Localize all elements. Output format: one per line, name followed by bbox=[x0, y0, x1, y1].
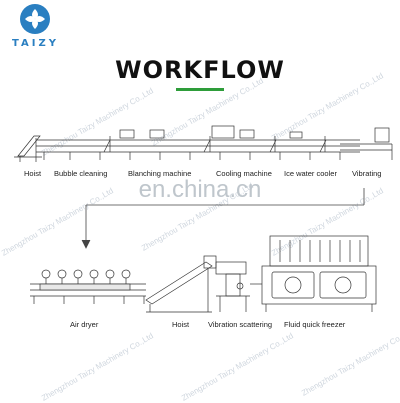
title-underline bbox=[176, 88, 224, 91]
brand-logo: TAIZY bbox=[12, 4, 58, 62]
top-hoist-machine bbox=[14, 135, 42, 162]
bottom-hoist-machine bbox=[145, 255, 217, 313]
step-label-cooling-machine: Cooling machine bbox=[216, 169, 272, 178]
air-dryer-machine bbox=[30, 269, 146, 304]
step-label-vibration-scattering: Vibration scattering bbox=[208, 320, 273, 329]
step-label-hoist-bottom: Hoist bbox=[172, 320, 190, 329]
flow-arrow bbox=[81, 188, 365, 249]
step-label-vibrating: Vibrating bbox=[352, 169, 382, 178]
top-tank-line bbox=[36, 125, 393, 160]
brand-name: TAIZY bbox=[12, 38, 59, 49]
page-title: WORKFLOW bbox=[115, 56, 285, 84]
step-label-hoist: Hoist bbox=[24, 169, 42, 178]
step-label-ice-water-cooler: Ice water cooler bbox=[284, 169, 337, 178]
site-watermark: en.china.cn bbox=[138, 176, 262, 203]
step-label-blanching-machine: Blanching machine bbox=[128, 169, 192, 178]
fluid-quick-freezer-machine bbox=[250, 235, 377, 312]
vibration-scattering-machine bbox=[215, 261, 250, 312]
logo-emblem-icon bbox=[20, 4, 50, 34]
step-label-fluid-quick-freezer: Fluid quick freezer bbox=[284, 320, 346, 329]
step-label-bubble-cleaning: Bubble cleaning bbox=[54, 169, 108, 178]
step-label-air-dryer: Air dryer bbox=[70, 320, 99, 329]
